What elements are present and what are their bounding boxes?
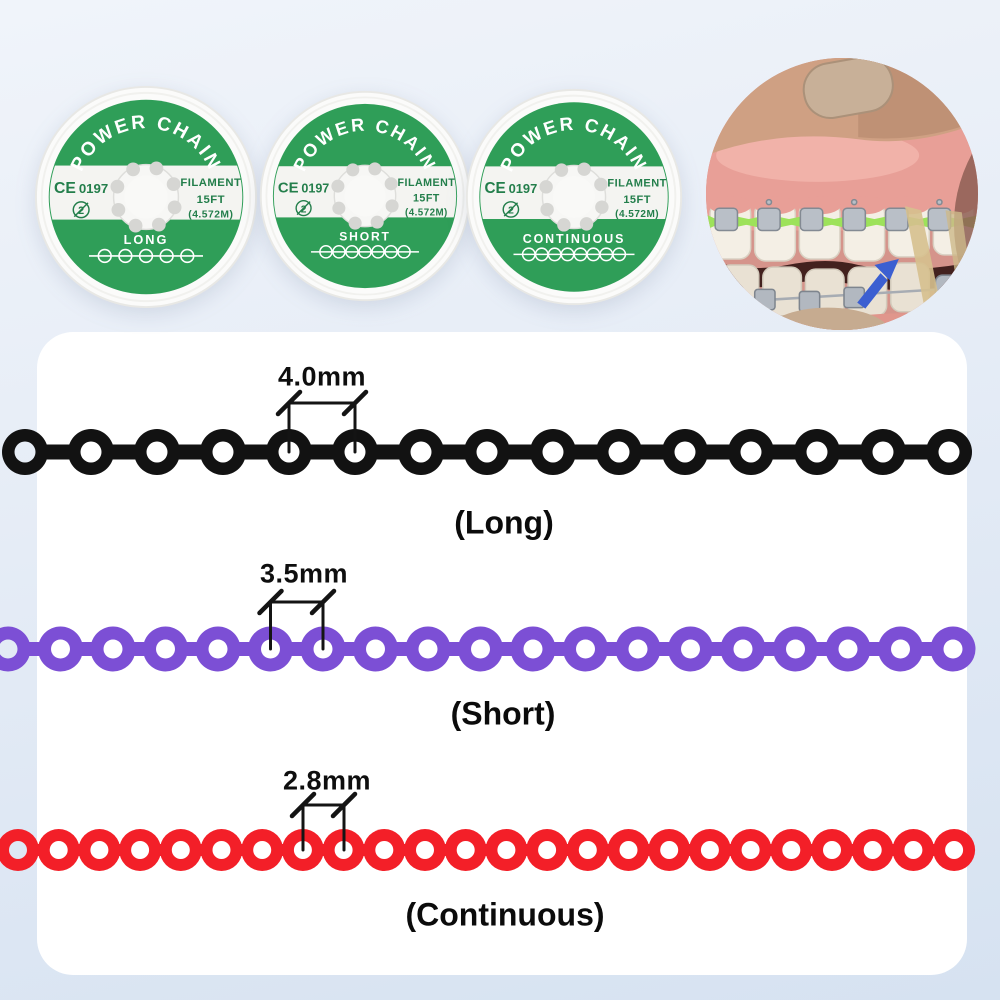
braces-photo [706, 58, 978, 330]
svg-text:2: 2 [301, 204, 307, 215]
spool-size-label: CONTINUOUS [523, 232, 626, 246]
single-use-icon [502, 201, 520, 218]
filament-text: (4.572M) [405, 208, 448, 219]
upper-brackets [714, 198, 952, 232]
measurement-short: 3.5mm [259, 558, 349, 589]
chain-glyph [89, 248, 203, 264]
chain-label-continuous: (Continuous) [405, 896, 605, 933]
filament-text: FILAMENT [180, 177, 241, 189]
chain-label-short: (Short) [450, 695, 556, 732]
filament-text: (4.572M) [188, 210, 233, 221]
filament-text: 15FT [413, 193, 440, 205]
filament-text: (4.572M) [615, 209, 659, 220]
spool-size-label: LONG [124, 232, 169, 247]
single-use-icon [295, 199, 312, 217]
filament-text: FILAMENT [398, 177, 456, 189]
svg-text:2: 2 [78, 205, 84, 217]
chain-glyph [311, 245, 419, 259]
svg-text:2: 2 [508, 205, 514, 217]
filament-text: 15FT [197, 194, 225, 206]
single-use-icon [72, 201, 90, 219]
arrow-icon [857, 258, 899, 309]
measurement-continuous: 2.8mm [282, 765, 372, 796]
spool-size-label: SHORT [339, 230, 391, 244]
filament-text: FILAMENT [607, 177, 666, 189]
chain-glyph [513, 247, 635, 262]
chain-label-long: (Long) [454, 504, 554, 541]
measurement-long: 4.0mm [277, 361, 367, 392]
upper-lip-finger [706, 58, 978, 156]
filament-text: 15FT [623, 194, 651, 206]
size-chart-card [37, 332, 967, 975]
